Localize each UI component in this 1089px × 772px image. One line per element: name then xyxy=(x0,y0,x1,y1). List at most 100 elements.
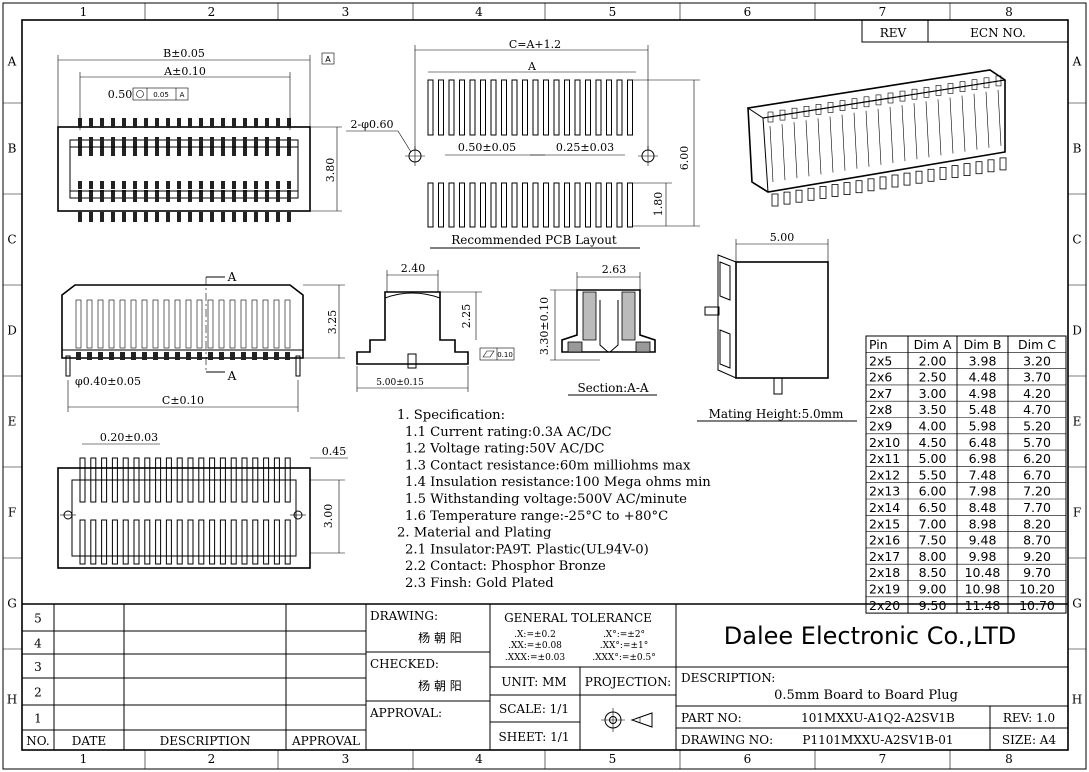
row-marker-right: C xyxy=(1072,233,1081,247)
checked-name: 杨 朝 阳 xyxy=(418,678,462,693)
drawing-no-value: P1101MXXU-A2SV1B-01 xyxy=(802,733,953,747)
drawing-name: 杨 朝 阳 xyxy=(418,630,462,645)
row-marker-right: G xyxy=(1072,597,1082,611)
rev-box: REV ECN NO. xyxy=(861,19,1069,43)
table-cell: 2x18 xyxy=(869,565,900,580)
description-label: DESCRIPTION: xyxy=(681,671,775,685)
revision-number: 4 xyxy=(34,637,42,651)
col-marker-bottom: 3 xyxy=(342,752,350,766)
spec-line: 2.1 Insulator:PA9T. Plastic(UL94V-0) xyxy=(405,542,649,557)
table-cell: 8.98 xyxy=(969,516,997,531)
spec-line: 1.4 Insulation resistance:100 Mega ohms … xyxy=(405,475,711,490)
table-cell: 7.20 xyxy=(1023,484,1051,499)
table-cell: 5.70 xyxy=(1023,435,1051,450)
tolerance-title: GENERAL TOLERANCE xyxy=(504,611,652,625)
revision-header: NO. xyxy=(26,734,49,748)
row-marker-right: F xyxy=(1073,506,1081,520)
dim-c-pcb: C=A+1.2 xyxy=(509,38,561,51)
dim-a: A±0.10 xyxy=(163,65,206,78)
row-marker-left: H xyxy=(7,693,17,707)
side-view-pins xyxy=(62,299,303,360)
table-cell: 4.70 xyxy=(1023,402,1051,417)
side-view: A A 3.25 φ0.40±0.05 C±0.10 xyxy=(61,270,345,412)
table-header-cell: Dim B xyxy=(964,337,1002,352)
section-mark-bottom: A xyxy=(227,369,237,383)
pcb-pads xyxy=(427,79,633,228)
row-marker-left: B xyxy=(8,142,17,156)
table-header-cell: Dim C xyxy=(1018,337,1056,352)
dim-a-pcb: A xyxy=(527,60,537,73)
table-cell: 4.00 xyxy=(919,419,947,434)
projection-symbol-icon xyxy=(601,708,653,732)
dim-c-side: C±0.10 xyxy=(162,394,204,407)
col-marker-bottom: 1 xyxy=(80,752,88,766)
spec-line: 1.6 Temperature range:-25°C to +80°C xyxy=(405,509,668,524)
col-marker-top: 8 xyxy=(1005,5,1013,19)
mating-view: 5.00 Mating Height:5.0mm xyxy=(697,231,857,422)
tol-xxx: .XXX:=±0.03 xyxy=(505,653,566,663)
table-cell: 5.48 xyxy=(969,402,997,417)
table-cell: 7.50 xyxy=(919,533,947,548)
spec-line: 2.3 Finsh: Gold Plated xyxy=(405,576,554,591)
table-cell: 6.00 xyxy=(919,484,947,499)
table-cell: 2.50 xyxy=(919,370,947,385)
table-cell: 6.70 xyxy=(1023,467,1051,482)
description-value: 0.5mm Board to Board Plug xyxy=(774,688,958,703)
rev-value: REV: 1.0 xyxy=(1003,711,1055,725)
unit: UNIT: MM xyxy=(501,675,566,689)
spec-line: 1. Specification: xyxy=(397,408,505,423)
table-header-cell: Pin xyxy=(869,337,888,352)
pcb-caption: Recommended PCB Layout xyxy=(451,233,617,247)
spec-line: 2.2 Contact: Phosphor Bronze xyxy=(405,559,606,574)
end-view: 2.40 2.25 5.00±0.15 0.10 xyxy=(356,262,515,392)
tol-xx: .XX:=±0.08 xyxy=(508,641,562,651)
table-cell: 6.20 xyxy=(1023,451,1051,466)
mating-caption: Mating Height:5.0mm xyxy=(709,407,844,421)
datum-a-box: A xyxy=(325,55,331,64)
col-marker-top: 4 xyxy=(475,5,483,19)
table-cell: 2x17 xyxy=(869,549,900,564)
bottom-pad: 0.45 xyxy=(322,445,347,458)
bottom-view-pins xyxy=(79,457,291,565)
table-cell: 2x6 xyxy=(869,370,892,385)
tol-angle-x: .X°:=±2° xyxy=(603,630,645,640)
tol-x: .X:=±0.2 xyxy=(514,630,556,640)
table-cell: 5.98 xyxy=(969,419,997,434)
company-name: Dalee Electronic Co.,LTD xyxy=(724,622,1016,650)
table-cell: 2x9 xyxy=(869,419,892,434)
table-cell: 2x20 xyxy=(869,598,900,613)
peg-dim: φ0.40±0.05 xyxy=(75,375,141,388)
row-marker-left: G xyxy=(7,597,17,611)
tol-angle-xx: .XX°:=±1° xyxy=(600,641,649,651)
pitch-dim: 0.50 xyxy=(108,88,133,101)
table-cell: 8.20 xyxy=(1023,516,1051,531)
table-cell: 3.00 xyxy=(919,386,947,401)
flatness-tol: 0.10 xyxy=(497,351,513,359)
table-cell: 3.50 xyxy=(919,402,947,417)
table-cell: 7.48 xyxy=(969,467,997,482)
table-cell: 2x14 xyxy=(869,500,900,515)
table-cell: 6.48 xyxy=(969,435,997,450)
bottom-view: 0.20±0.03 0.45 3.00 xyxy=(57,431,348,569)
top-view-body xyxy=(57,126,311,212)
table-cell: 2x5 xyxy=(869,353,892,368)
row-marker-right: E xyxy=(1073,415,1082,429)
spec-line: 1.1 Current rating:0.3A AC/DC xyxy=(405,425,612,440)
table-cell: 2x12 xyxy=(869,467,900,482)
bottom-height: 3.00 xyxy=(322,504,335,529)
size-value: SIZE: A4 xyxy=(1002,733,1057,747)
section-height: 3.30±0.10 xyxy=(538,297,551,355)
col-marker-top: 3 xyxy=(342,5,350,19)
pad-1-80: 1.80 xyxy=(652,192,665,217)
col-marker-top: 5 xyxy=(609,5,617,19)
table-cell: 2x11 xyxy=(869,451,900,466)
side-body xyxy=(61,284,304,359)
row-marker-right: D xyxy=(1072,324,1082,338)
height-3-25: 3.25 xyxy=(326,310,339,335)
top-view: B±0.05 A A±0.10 0.50 0.05 A 3.80 xyxy=(57,47,342,222)
table-cell: 9.20 xyxy=(1023,549,1051,564)
isometric-view xyxy=(746,69,1007,207)
